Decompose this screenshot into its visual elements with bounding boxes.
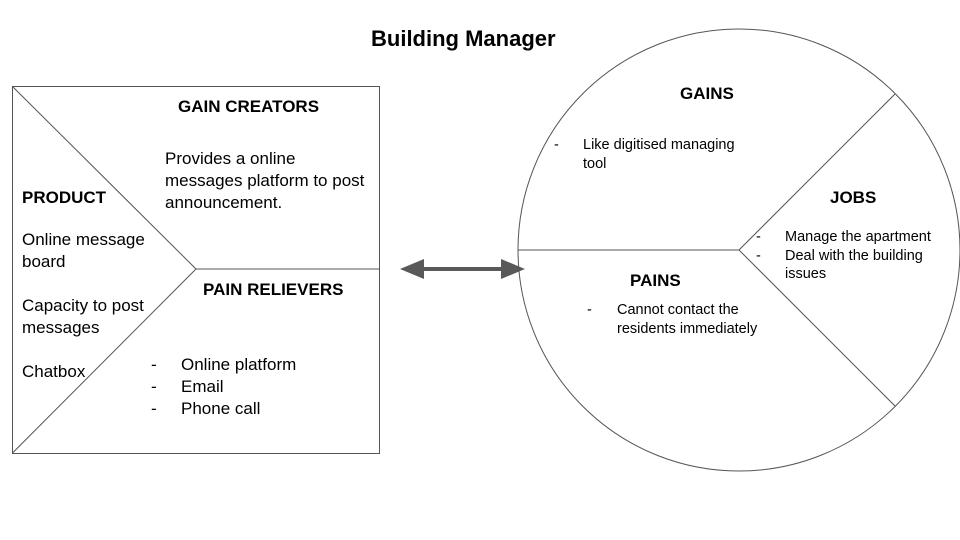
gain-creators-text: Provides a online messages platform to p… [165,148,364,214]
value-map-square [12,86,380,454]
jobs-item-line: Manage the apartment [785,229,931,245]
pains-heading: PAINS [630,271,681,290]
product-heading: PRODUCT [22,188,107,207]
pain-relievers-item: - Email [151,376,296,398]
gain-creators-heading: GAIN CREATORS [178,97,320,116]
jobs-list: - Manage the apartment - Deal with the b… [756,228,931,284]
pain-relievers-item-label: Phone call [181,399,261,418]
gain-creators-line: Provides a online [165,149,296,168]
gain-creators-line: messages platform to post [165,171,365,190]
value-map-diagonal-lower [12,268,197,454]
pain-relievers-item-label: Online platform [181,355,297,374]
pain-relievers-heading: PAIN RELIEVERS [203,280,344,299]
gain-creators-line: announcement. [165,193,283,212]
page-title: Building Manager [371,26,556,51]
pains-item-line: residents immediately [617,320,758,337]
bullet-dash: - [151,377,157,396]
bullet-dash: - [587,302,592,318]
pain-relievers-item: - Online platform [151,354,296,376]
bullet-dash: - [151,399,157,418]
jobs-item-line: Deal with the building [785,247,923,264]
value-map-diagonal-upper [12,86,197,270]
jobs-heading: JOBS [830,188,877,207]
pains-item-line: Cannot contact the [617,302,739,318]
product-item: Chatbox [22,361,85,383]
pains-list: - Cannot contact the residents immediate… [587,301,757,338]
jobs-item-line: issues [785,266,827,282]
gains-item-line: tool [583,155,607,172]
pain-relievers-item: - Phone call [151,398,296,420]
bullet-dash: - [151,355,157,374]
gains-item-line: Like digitised managing [583,137,735,153]
product-item-line: Capacity to post [22,296,144,315]
gains-heading: GAINS [680,84,734,103]
fit-double-arrow [400,259,525,279]
bullet-dash: - [756,229,761,245]
bullet-dash: - [756,247,761,264]
bullet-dash: - [554,137,559,153]
product-item-line: messages [22,318,100,337]
pain-relievers-list: - Online platform - Email - Phone call [151,354,296,420]
jobs-item: - Manage the apartment [756,228,931,247]
product-item: Online message board [22,229,145,273]
gains-list: - Like digitised managing tool [554,136,735,173]
product-item-line: Chatbox [22,362,86,381]
circle-divider-upper-right [738,93,896,251]
pain-relievers-item-label: Email [181,377,224,396]
jobs-item: - Deal with the building issues [756,247,931,284]
pains-item: - Cannot contact the residents immediate… [587,301,757,338]
product-item-line: Online message [22,230,145,249]
product-item-line: board [22,252,66,271]
circle-divider-lower-right [738,249,896,407]
product-item: Capacity to post messages [22,295,144,339]
gains-item: - Like digitised managing tool [554,136,735,173]
